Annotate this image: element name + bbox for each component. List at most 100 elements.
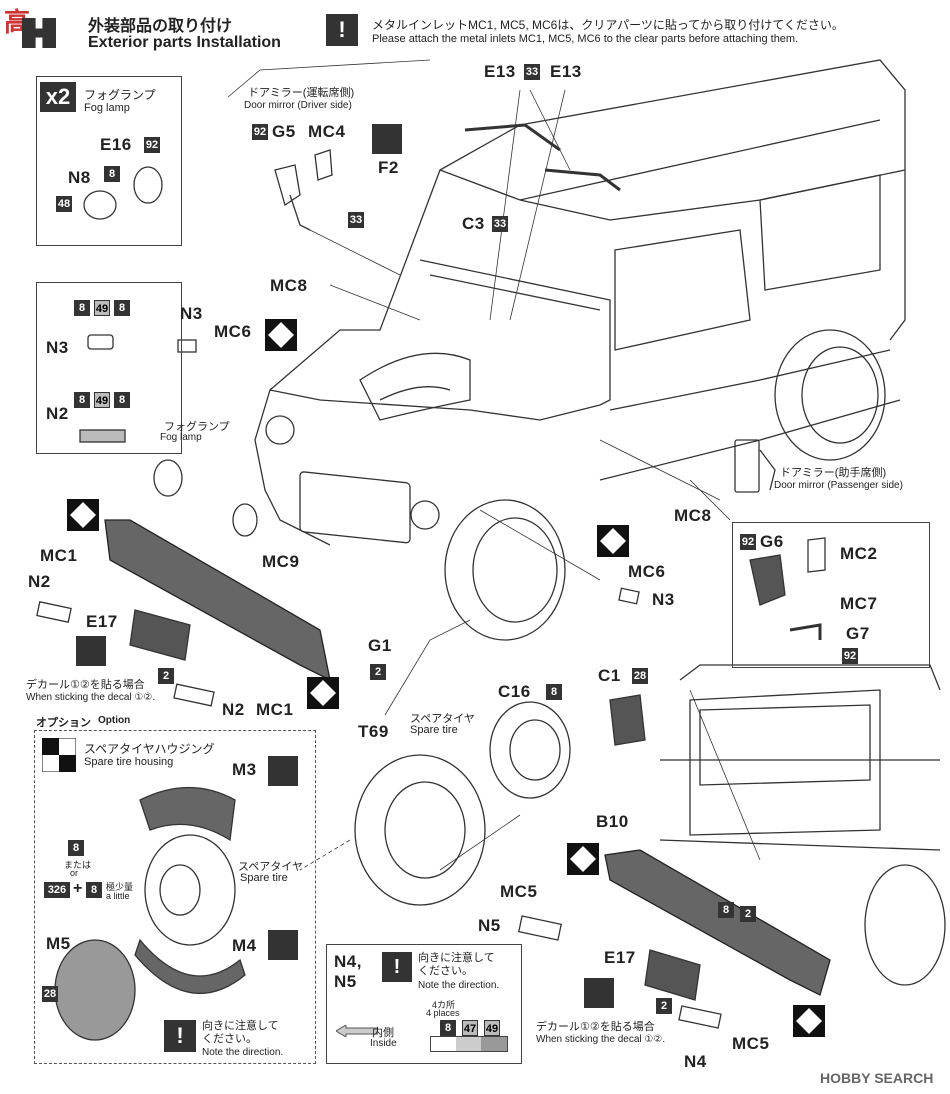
option-checker-icon bbox=[42, 738, 76, 772]
part-mc9: MC9 bbox=[262, 552, 300, 571]
fog-lamp-panel bbox=[36, 76, 182, 246]
cement-icon-m4 bbox=[268, 930, 298, 960]
part-mc4: MC4 bbox=[308, 122, 346, 141]
option-title-jp: オプション bbox=[36, 717, 91, 729]
color-92-g6: 92 bbox=[740, 534, 756, 550]
inside-jp: 内側 bbox=[372, 1027, 394, 1039]
clear-lamp-panel bbox=[36, 282, 182, 454]
n4-n5-title: N4, N5 bbox=[334, 952, 362, 991]
color-47-n4n5: 47 bbox=[462, 1020, 478, 1036]
color-2-e17: 2 bbox=[158, 668, 174, 684]
mirror-driver-jp: ドアミラー(運転席側) bbox=[248, 87, 355, 99]
part-n4: N4 bbox=[684, 1052, 707, 1071]
color-49-b: 49 bbox=[94, 392, 110, 408]
color-48: 48 bbox=[56, 196, 72, 212]
mirror-passenger-en: Door mirror (Passenger side) bbox=[774, 480, 903, 491]
fog-lamp-front-jp: フォグランプ bbox=[164, 421, 230, 433]
spare-opt-en: Spare tire bbox=[240, 872, 288, 884]
part-m3: M3 bbox=[232, 760, 257, 779]
spare-opt-jp: スペアタイヤ bbox=[238, 861, 303, 873]
metal-inlet-icon-f bbox=[793, 1005, 825, 1037]
part-mc1-left: MC1 bbox=[40, 546, 78, 565]
places-en: 4 places bbox=[426, 1008, 460, 1018]
color-8-opt: 8 bbox=[68, 840, 84, 856]
part-e17-front: E17 bbox=[86, 612, 118, 631]
spare-tire-jp: スペアタイヤ bbox=[410, 713, 475, 725]
notice-text-en: Please attach the metal inlets MC1, MC5,… bbox=[372, 33, 799, 45]
color-2-rear: 2 bbox=[740, 906, 756, 922]
color-326: 326 bbox=[44, 882, 70, 898]
little-en: a little bbox=[106, 891, 130, 901]
fog-lamp-jp: フォグランプ bbox=[84, 88, 156, 102]
direction-note-option-jp: 向きに注意して ください。 bbox=[202, 1020, 279, 1045]
spare-tire-en: Spare tire bbox=[410, 724, 458, 736]
mirror-passenger-jp: ドアミラー(助手席側) bbox=[780, 467, 887, 479]
part-e13-left: E13 bbox=[484, 62, 516, 81]
color-28-m5: 28 bbox=[42, 986, 58, 1002]
watermark: HOBBY SEARCH bbox=[820, 1070, 934, 1086]
notice-icon: ! bbox=[326, 14, 358, 46]
quantity-badge: x2 bbox=[40, 82, 76, 112]
decal-icon-front bbox=[76, 636, 106, 666]
color-8-c16: 8 bbox=[546, 684, 562, 700]
step-icon bbox=[22, 18, 56, 48]
part-g7: G7 bbox=[846, 624, 870, 643]
part-n8: N8 bbox=[68, 168, 91, 187]
part-mc6-right: MC6 bbox=[628, 562, 666, 581]
color-8-d: 8 bbox=[114, 392, 130, 408]
part-mc5-rear: MC5 bbox=[500, 882, 538, 901]
caution-icon-n4n5: ! bbox=[382, 952, 412, 982]
color-33-c3: 33 bbox=[492, 216, 508, 232]
part-m5: M5 bbox=[46, 934, 71, 953]
option-title-en: Option bbox=[98, 715, 131, 726]
direction-note-n4n5-jp: 向きに注意して ください。 bbox=[418, 952, 495, 977]
decal-note-rear-en: When sticking the decal ①②. bbox=[536, 1034, 666, 1045]
fog-lamp-en: Fog lamp bbox=[84, 102, 130, 114]
color-2-e17-rear: 2 bbox=[656, 998, 672, 1014]
color-8-a: 8 bbox=[74, 300, 90, 316]
color-8-b: 8 bbox=[114, 300, 130, 316]
color-33-f2: 33 bbox=[348, 212, 364, 228]
color-2-g1: 2 bbox=[370, 664, 386, 680]
part-m4: M4 bbox=[232, 936, 257, 955]
little-jp: 極少量 bbox=[106, 882, 134, 892]
mirror-passenger-panel bbox=[732, 522, 930, 668]
part-mc6-front: MC6 bbox=[214, 322, 252, 341]
decal-icon-rear bbox=[584, 978, 614, 1008]
color-33-e13: 33 bbox=[524, 64, 540, 80]
direction-note-n4n5-en: Note the direction. bbox=[418, 980, 500, 991]
part-e13-right: E13 bbox=[550, 62, 582, 81]
page-title-en: Exterior parts Installation bbox=[88, 34, 281, 51]
decal-note-front-en: When sticking the decal ①②. bbox=[26, 692, 156, 703]
part-mc2: MC2 bbox=[840, 544, 878, 563]
metal-inlet-icon-c bbox=[307, 677, 339, 709]
metal-inlet-icon-a bbox=[265, 319, 297, 351]
cement-icon bbox=[372, 124, 402, 154]
part-g1: G1 bbox=[368, 636, 392, 655]
color-49-a: 49 bbox=[94, 300, 110, 316]
logo-badge: 高 bbox=[0, 0, 70, 50]
metal-inlet-icon-d bbox=[597, 525, 629, 557]
color-49-n4n5: 49 bbox=[484, 1020, 500, 1036]
or-en: or bbox=[70, 868, 79, 878]
part-g5: G5 bbox=[272, 122, 296, 141]
part-b10: B10 bbox=[596, 812, 629, 831]
metal-inlet-icon-e bbox=[567, 843, 599, 875]
color-92: 92 bbox=[144, 137, 160, 153]
part-c3: C3 bbox=[462, 214, 485, 233]
color-8-rear: 8 bbox=[718, 902, 734, 918]
part-n2-panel: N2 bbox=[46, 404, 69, 423]
part-f2: F2 bbox=[378, 158, 399, 177]
color-92-g7: 92 bbox=[842, 648, 858, 664]
part-mc8-right: MC8 bbox=[674, 506, 712, 525]
part-n3-front: N3 bbox=[180, 304, 203, 323]
part-mc5-bottom: MC5 bbox=[732, 1034, 770, 1053]
fog-lamp-front-en: Fog lamp bbox=[160, 432, 202, 443]
part-n2-bottom: N2 bbox=[222, 700, 245, 719]
decal-note-front-jp: デカール①②を貼る場合 bbox=[26, 679, 145, 691]
color-28-c1: 28 bbox=[632, 668, 648, 684]
part-e17-rear: E17 bbox=[604, 948, 636, 967]
or-jp: または bbox=[64, 860, 92, 870]
color-8-little: 8 bbox=[86, 882, 102, 898]
mirror-driver-en: Door mirror (Driver side) bbox=[244, 100, 352, 111]
